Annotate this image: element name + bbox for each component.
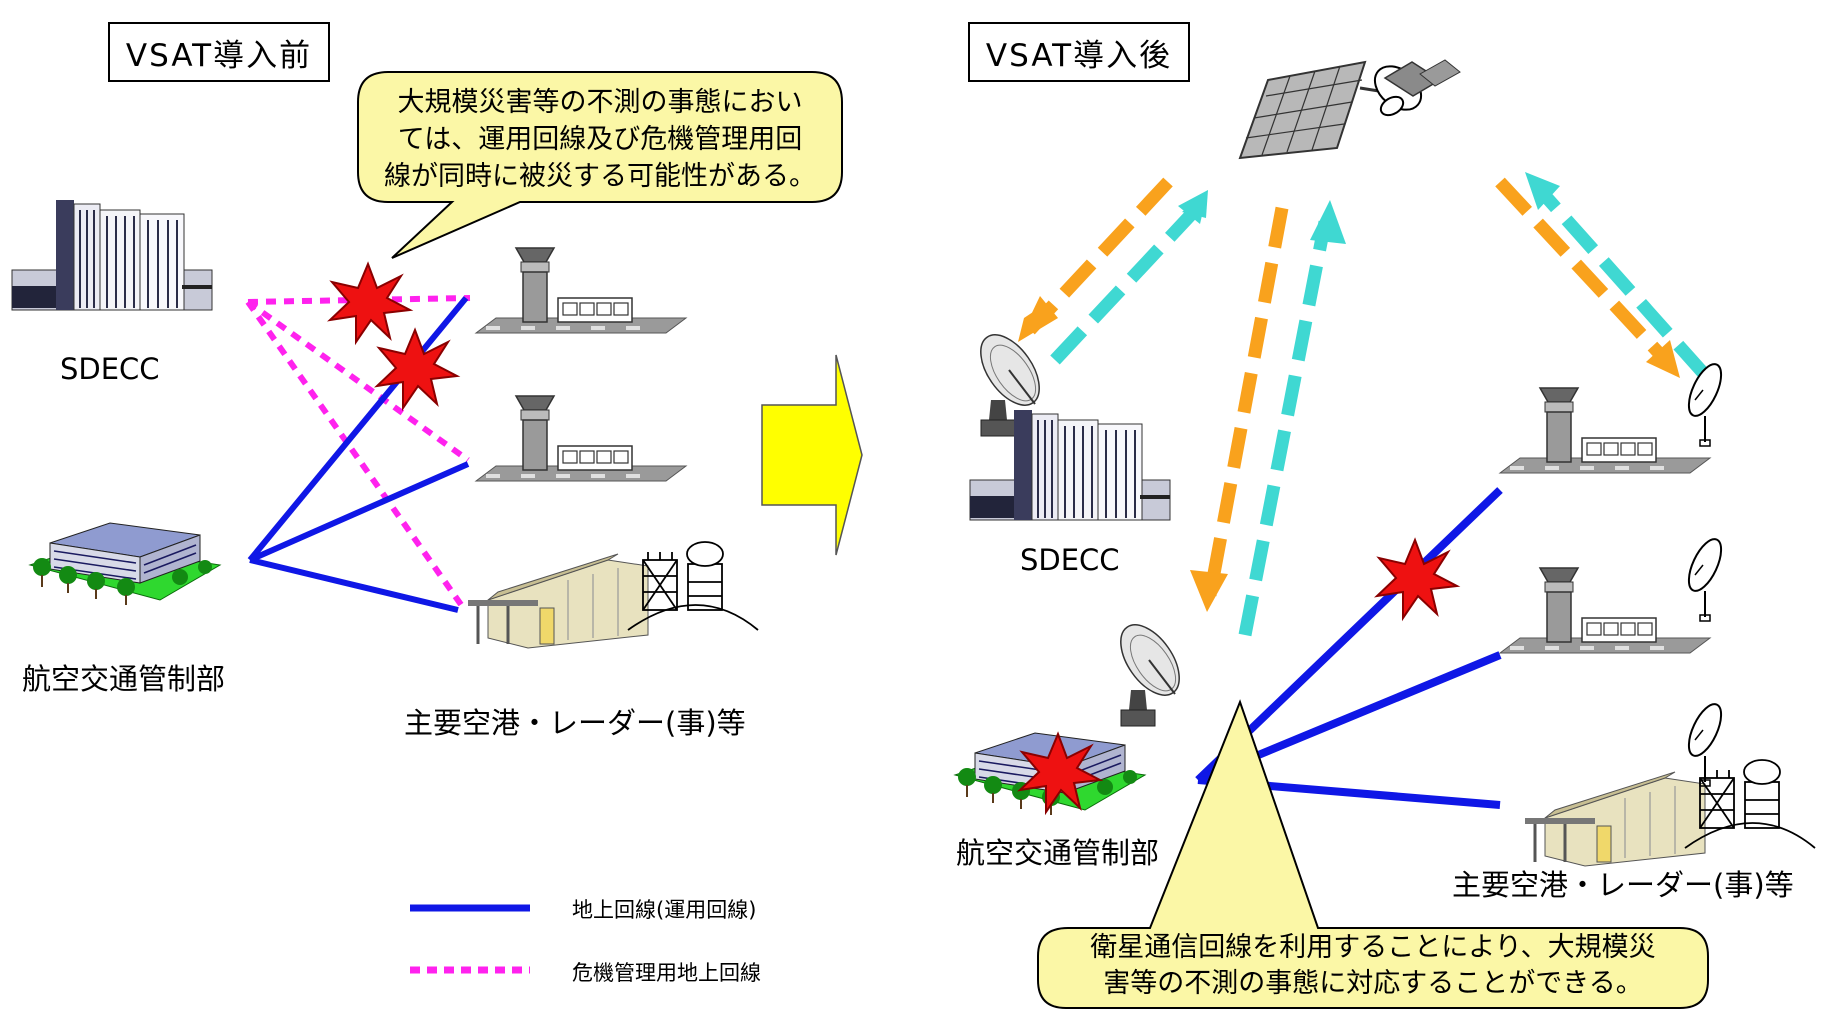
small-dish-icon-1 bbox=[1681, 358, 1729, 447]
radar-site-after bbox=[1523, 758, 1817, 868]
label-airports-before: 主要空港・レーダー(事)等 bbox=[404, 706, 746, 740]
damage-burst-icon-3 bbox=[1376, 539, 1458, 619]
legend-ground-line-label: 地上回線(運用回線) bbox=[572, 898, 757, 922]
transition-arrow-icon bbox=[761, 354, 863, 556]
ground-lines-before bbox=[247, 296, 470, 613]
crisis-lines-before bbox=[245, 295, 471, 608]
satellite-icon bbox=[1238, 59, 1461, 160]
radar-site-before bbox=[466, 540, 760, 650]
satellite-links bbox=[1025, 177, 1710, 637]
panel-title-before: VSAT導入前 bbox=[108, 22, 330, 82]
label-sdecc-before: SDECC bbox=[60, 352, 160, 386]
airport-tower-before-2 bbox=[475, 395, 687, 482]
callout-after-text: 衛星通信回線を利用することにより、大規模災 害等の不測の事態に対応することができ… bbox=[1050, 930, 1696, 1002]
callout-after-line-2: 害等の不測の事態に対応することができる。 bbox=[1103, 968, 1643, 999]
callout-after-shape bbox=[1037, 699, 1709, 1009]
satellite-link-arrowheads bbox=[1018, 172, 1680, 612]
callout-before-text: 大規模災害等の不測の事態におい ては、運用回線及び危機管理用回 線が同時に被災す… bbox=[370, 84, 830, 195]
label-atc-before: 航空交通管制部 bbox=[22, 662, 226, 696]
label-atc-after: 航空交通管制部 bbox=[956, 836, 1160, 870]
atc-building-before bbox=[29, 522, 221, 606]
sdecc-building-before bbox=[11, 199, 213, 311]
legend-crisis-line-label: 危機管理用地上回線 bbox=[572, 961, 761, 985]
dish-antenna-icon-atc bbox=[1108, 613, 1192, 727]
panel-title-after: VSAT導入後 bbox=[968, 22, 1190, 82]
small-dish-icon-3 bbox=[1681, 698, 1729, 787]
callout-after-line-1: 衛星通信回線を利用することにより、大規模災 bbox=[1090, 932, 1656, 963]
callout-before-line-1: 大規模災害等の不測の事態におい bbox=[397, 87, 803, 118]
airport-tower-after-2 bbox=[1499, 567, 1711, 654]
damage-burst-icon-2 bbox=[376, 329, 458, 409]
callout-before-line-3: 線が同時に被災する可能性がある。 bbox=[384, 161, 816, 192]
small-dish-icon-2 bbox=[1681, 533, 1729, 622]
callout-before-line-2: ては、運用回線及び危機管理用回 bbox=[397, 124, 803, 155]
label-airports-after: 主要空港・レーダー(事)等 bbox=[1452, 868, 1794, 902]
label-sdecc-after: SDECC bbox=[1020, 543, 1120, 577]
airport-tower-before-1 bbox=[475, 247, 687, 334]
callout-before-shape bbox=[357, 71, 843, 259]
airport-tower-after-1 bbox=[1499, 387, 1711, 474]
